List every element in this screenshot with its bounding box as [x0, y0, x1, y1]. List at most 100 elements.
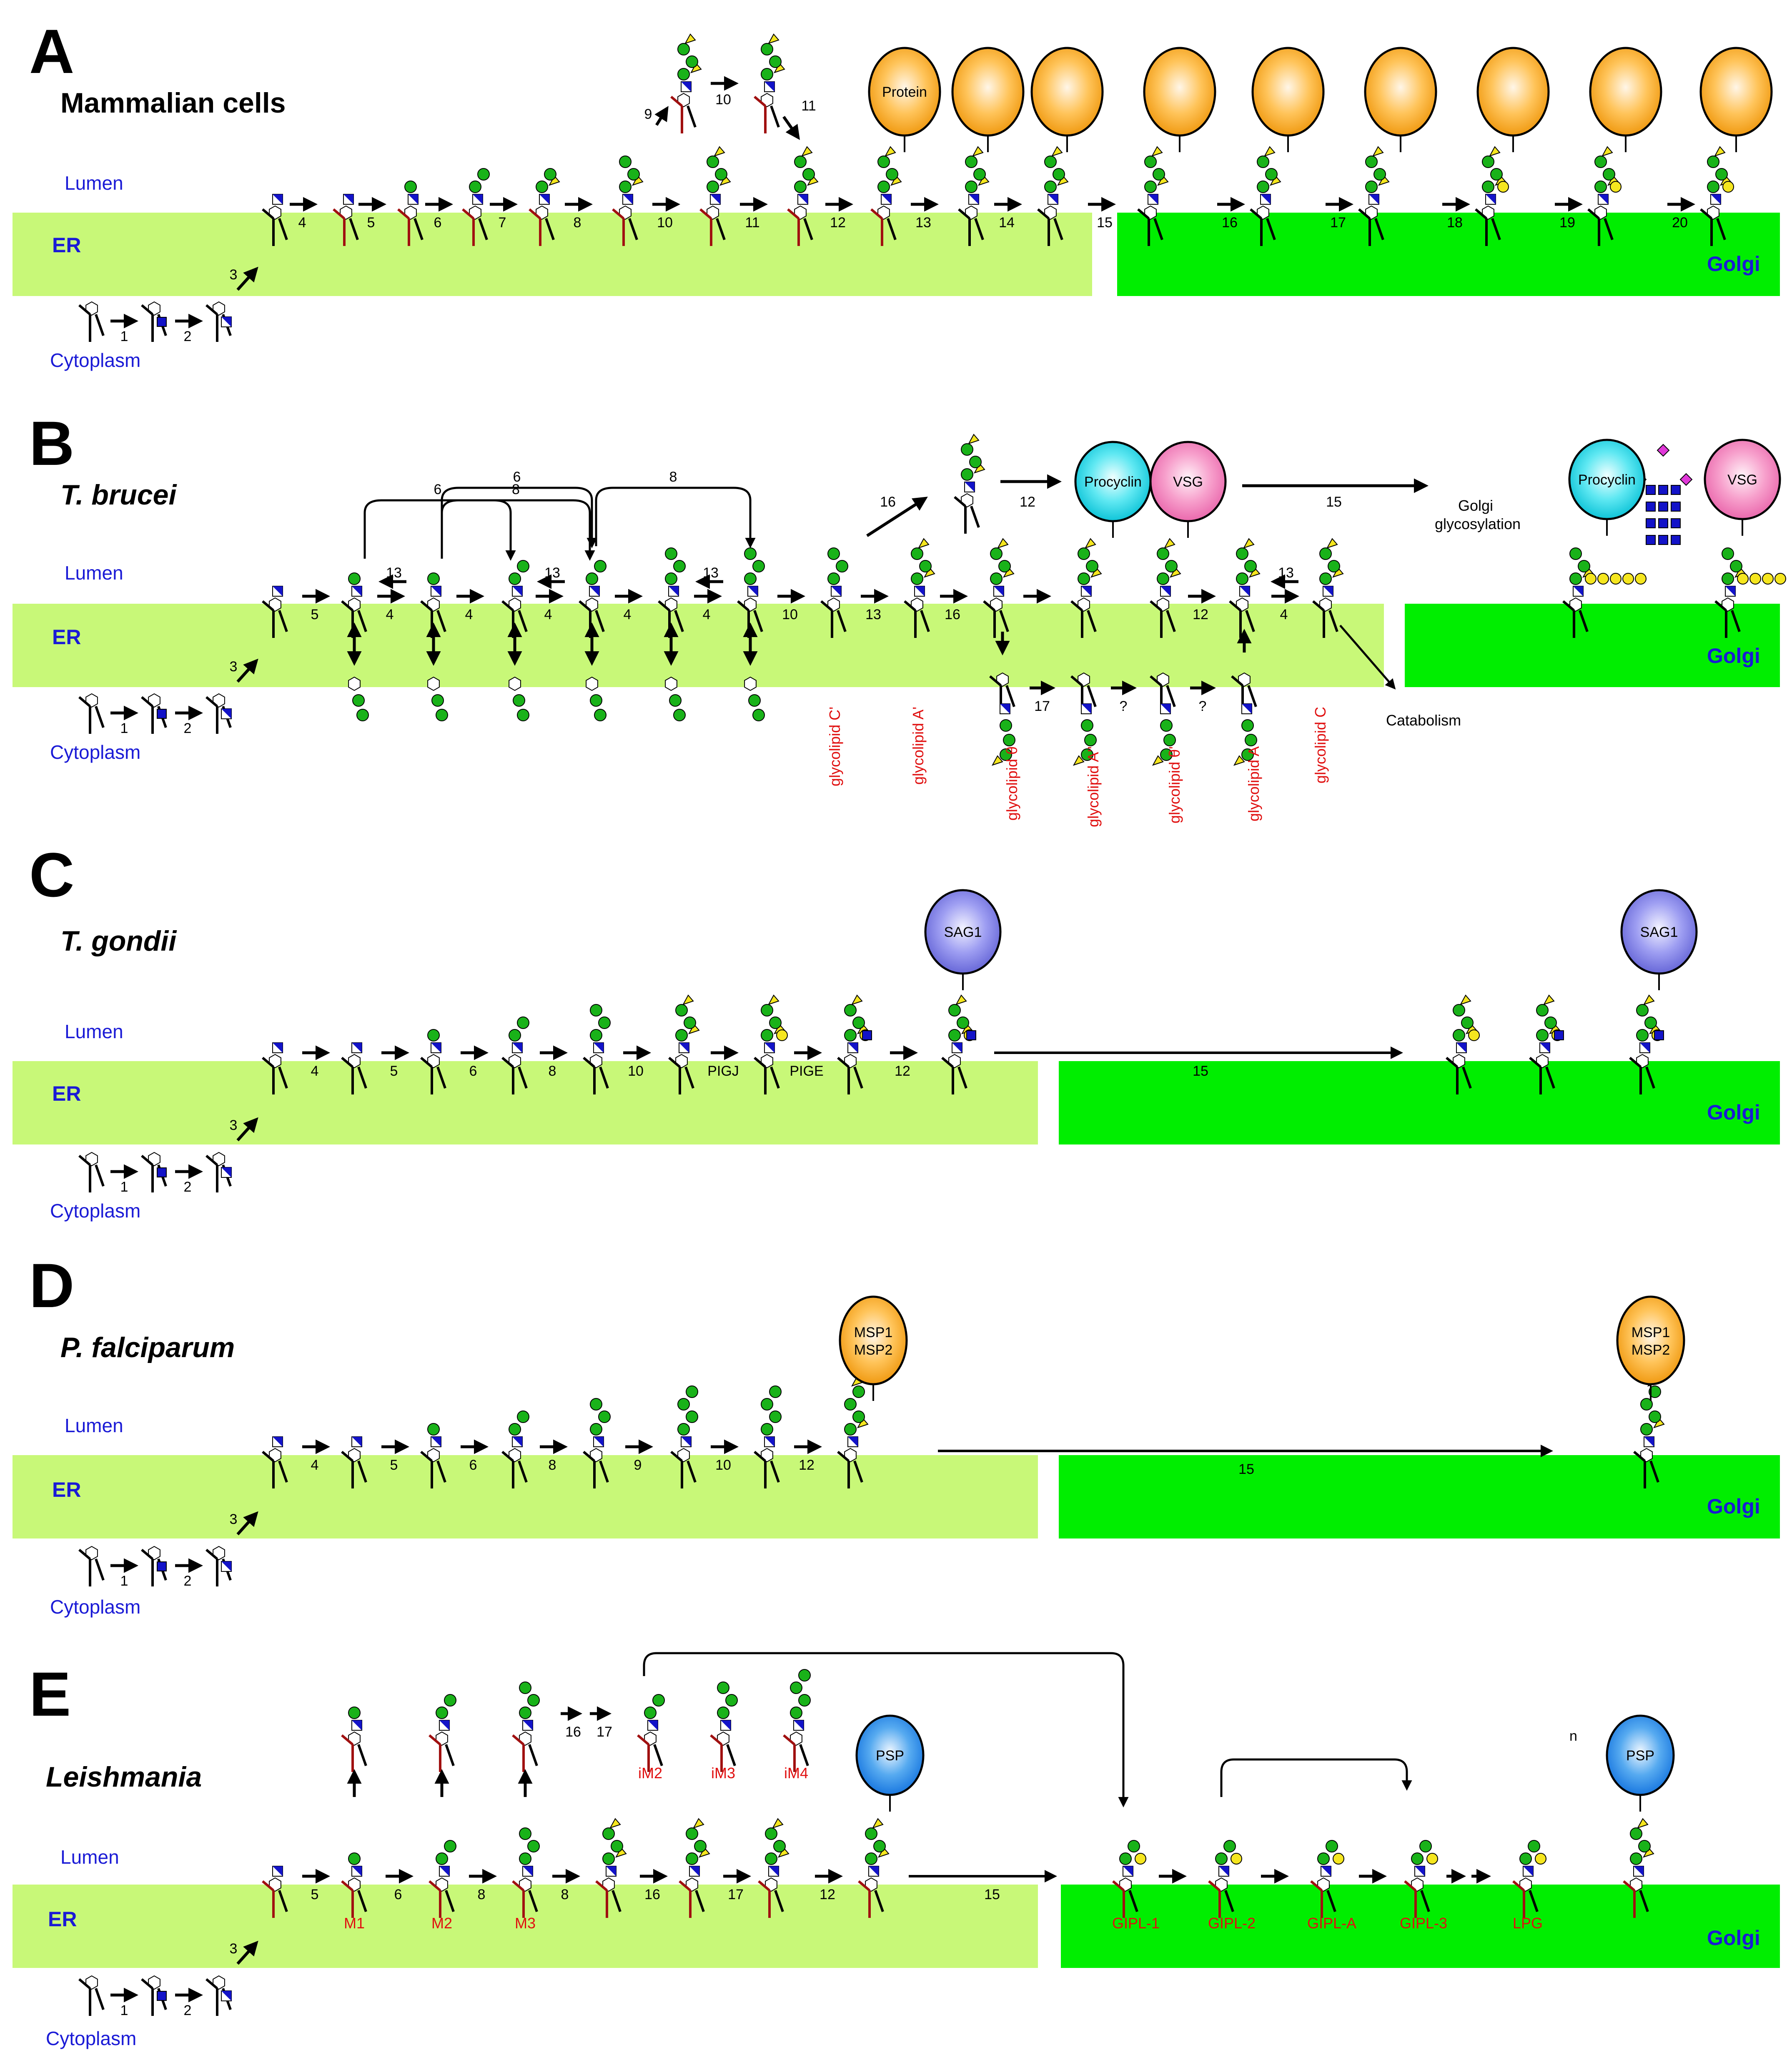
ethanolamine-phosphate-icon [1163, 538, 1175, 549]
mannose-icon [1490, 168, 1503, 181]
panel-e-side-step-16: 16 [565, 1724, 581, 1740]
gpi-structure [858, 1818, 890, 1918]
panel-e-arc-arrow [643, 1652, 1129, 1807]
panel-c-er-step: 4 [311, 1063, 319, 1079]
mannose-icon [1453, 1029, 1465, 1042]
mannose-icon [769, 1385, 782, 1398]
glucosamine-half-icon [439, 1720, 449, 1730]
lipid-tail [436, 610, 446, 632]
lipid-tail [874, 1890, 884, 1912]
panel-b-step-1: 1 [120, 720, 128, 736]
mannose-icon [1078, 572, 1090, 585]
mannose-icon [686, 55, 698, 68]
mannose-icon [1707, 181, 1719, 193]
ethanolamine-phosphate-icon [1152, 755, 1164, 766]
ethanolamine-phosphate-icon [851, 994, 863, 1005]
lipid-tail [670, 95, 683, 107]
mannose-icon [715, 168, 727, 181]
lipid-tail [206, 1978, 218, 1990]
panel-e-side-step-17: 17 [596, 1724, 612, 1740]
panel-a-step-3: 3 [230, 267, 238, 283]
ethanolamine-phosphate-icon [1378, 175, 1390, 186]
glcnac-icon [1658, 502, 1668, 512]
glucosamine-half-icon [1261, 194, 1271, 204]
galactose-icon [1749, 573, 1761, 585]
panel-e-er-step: 8 [561, 1887, 569, 1902]
mannose-icon [669, 694, 682, 707]
lipid-tail [612, 1890, 622, 1912]
mannose-icon [1640, 1398, 1653, 1410]
mannose-icon [444, 1694, 456, 1707]
panel-d-er-step: 5 [390, 1457, 398, 1473]
gpi-structure [679, 1818, 710, 1918]
panel-b-lower-structure [1150, 672, 1176, 766]
mannose-icon [469, 181, 481, 193]
mannose-icon [1144, 156, 1157, 168]
panel-d-bands [13, 1455, 1780, 1538]
lipid-tail [1310, 1880, 1323, 1892]
panel-b-flipped-structure [427, 676, 448, 721]
gpi-structure [1070, 538, 1102, 638]
mannose-icon [1160, 748, 1173, 761]
lipid-tail [528, 1744, 538, 1766]
mannose-icon [1594, 181, 1607, 193]
panel-e-golgi-label: GIPL-A [1307, 1915, 1356, 1932]
gpi-structure [1208, 1840, 1242, 1918]
gpi-structure [583, 1398, 611, 1488]
panel-b-side-step-12: 12 [1020, 494, 1035, 510]
gpi-structure [1150, 538, 1181, 638]
panel-a-er-step: 5 [367, 215, 375, 231]
lipid-tail [1633, 1451, 1646, 1462]
lipid-tail [341, 1880, 353, 1892]
er-band-b [13, 604, 1384, 687]
mannose-icon [1569, 572, 1582, 585]
golgi-band-c [1059, 1061, 1780, 1144]
gpi-structure [333, 194, 359, 246]
lipid-tail [512, 1734, 524, 1746]
ethanolamine-phosphate-icon [1642, 1847, 1654, 1858]
mannose-icon [761, 1423, 773, 1436]
lipid-tail [141, 1978, 153, 1990]
lipid-tail [1328, 610, 1338, 632]
lipid-tail [1491, 218, 1501, 240]
mannose-icon [873, 1840, 886, 1852]
ethanolamine-phosphate-icon [1601, 146, 1613, 157]
mannose-icon [594, 709, 607, 721]
lumen-label-d: Lumen [65, 1415, 123, 1436]
lipid-tail [989, 675, 1002, 687]
ethanolamine-phosphate-icon [1051, 146, 1063, 157]
mannose-icon [509, 572, 521, 585]
glcnac-icon [1646, 518, 1656, 528]
glucosamine-half-icon [681, 82, 691, 92]
lipid-tail [774, 1890, 784, 1912]
lipid-tail [753, 610, 763, 632]
lipid-tail [1166, 610, 1176, 632]
mannose-icon [686, 1410, 698, 1423]
gpi-structure [501, 1410, 529, 1488]
protein-label-line: Procyclin [1578, 472, 1636, 488]
mannose-icon [761, 1029, 773, 1042]
lipid-tail [1714, 600, 1727, 612]
galactose-icon [1774, 573, 1786, 585]
panel-a-golgi-step: 19 [1559, 215, 1575, 231]
mannose-icon [444, 1840, 456, 1852]
mannose-icon [990, 572, 1003, 585]
galactose-icon [1722, 181, 1734, 193]
gpi-structure [754, 994, 788, 1094]
panel-e-er-step: 12 [820, 1887, 835, 1902]
lipid-tail [262, 1057, 274, 1068]
panel-e-step-2: 2 [184, 2003, 192, 2018]
glucosamine-half-icon [1000, 704, 1010, 714]
lipid-tail [429, 1880, 441, 1892]
ethanolamine-phosphate-icon [1003, 567, 1015, 578]
mannose-icon [1594, 156, 1607, 168]
lipid-tail [670, 1451, 683, 1462]
panel-c-step-1: 1 [120, 1179, 128, 1195]
panel-b-side-step-16: 16 [880, 494, 896, 510]
mannose-icon [427, 1029, 440, 1042]
lipid-tail [837, 1451, 850, 1462]
mannose-icon [436, 1707, 448, 1719]
